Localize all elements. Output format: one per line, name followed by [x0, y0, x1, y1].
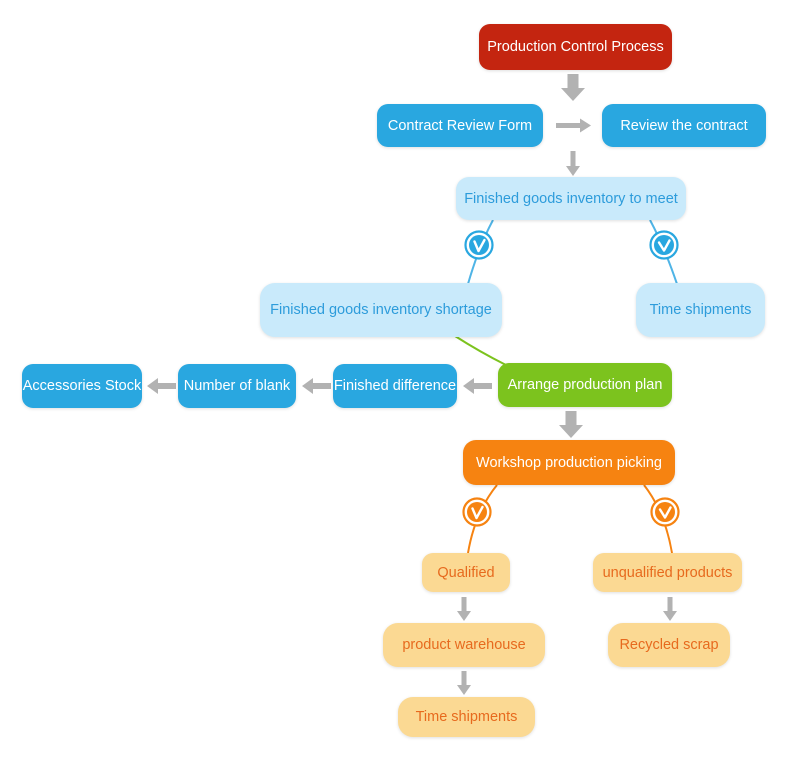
node-production-control-process: Production Control Process: [479, 24, 672, 70]
arrow-down-icon: [559, 411, 583, 438]
arrow-left-icon: [463, 378, 492, 394]
node-recycled-scrap: Recycled scrap: [608, 623, 730, 667]
node-product-warehouse: product warehouse: [383, 623, 545, 667]
arrow-down-icon: [457, 597, 471, 621]
arrow-left-icon: [302, 378, 331, 394]
edge-shortage-to-plan: [454, 335, 507, 366]
edge-workshop-to-qualified: [467, 484, 498, 554]
node-review-the-contract: Review the contract: [602, 104, 766, 147]
node-finished-goods-inventory-to-meet: Finished goods inventory to meet: [456, 177, 686, 220]
edge-inventory-to-time-shipments: [649, 219, 678, 285]
node-finished-difference: Finished difference: [333, 364, 457, 408]
node-qualified: Qualified: [422, 553, 510, 592]
node-accessories-stock: Accessories Stock: [22, 364, 142, 408]
arrow-down-icon: [663, 597, 677, 621]
clock-icon: [464, 230, 494, 260]
node-arrange-production-plan: Arrange production plan: [498, 363, 672, 407]
arrow-down-icon: [561, 74, 585, 101]
node-contract-review-form: Contract Review Form: [377, 104, 543, 147]
node-time-shipments: Time shipments: [398, 697, 535, 737]
node-time-shipments: Time shipments: [636, 283, 765, 337]
clock-icon: [650, 497, 680, 527]
arrow-down-icon: [457, 671, 471, 695]
arrow-right-icon: [556, 118, 591, 133]
node-number-of-blank: Number of blank: [178, 364, 296, 408]
node-unqualified-products: unqualified products: [593, 553, 742, 592]
node-workshop-production-picking: Workshop production picking: [463, 440, 675, 485]
node-finished-goods-inventory-shortage: Finished goods inventory shortage: [260, 283, 502, 337]
clock-icon: [462, 497, 492, 527]
edge-workshop-to-unqualified: [643, 484, 673, 554]
arrow-left-icon: [147, 378, 176, 394]
clock-icon: [649, 230, 679, 260]
edge-inventory-to-shortage: [467, 219, 494, 285]
arrow-down-icon: [566, 151, 580, 176]
